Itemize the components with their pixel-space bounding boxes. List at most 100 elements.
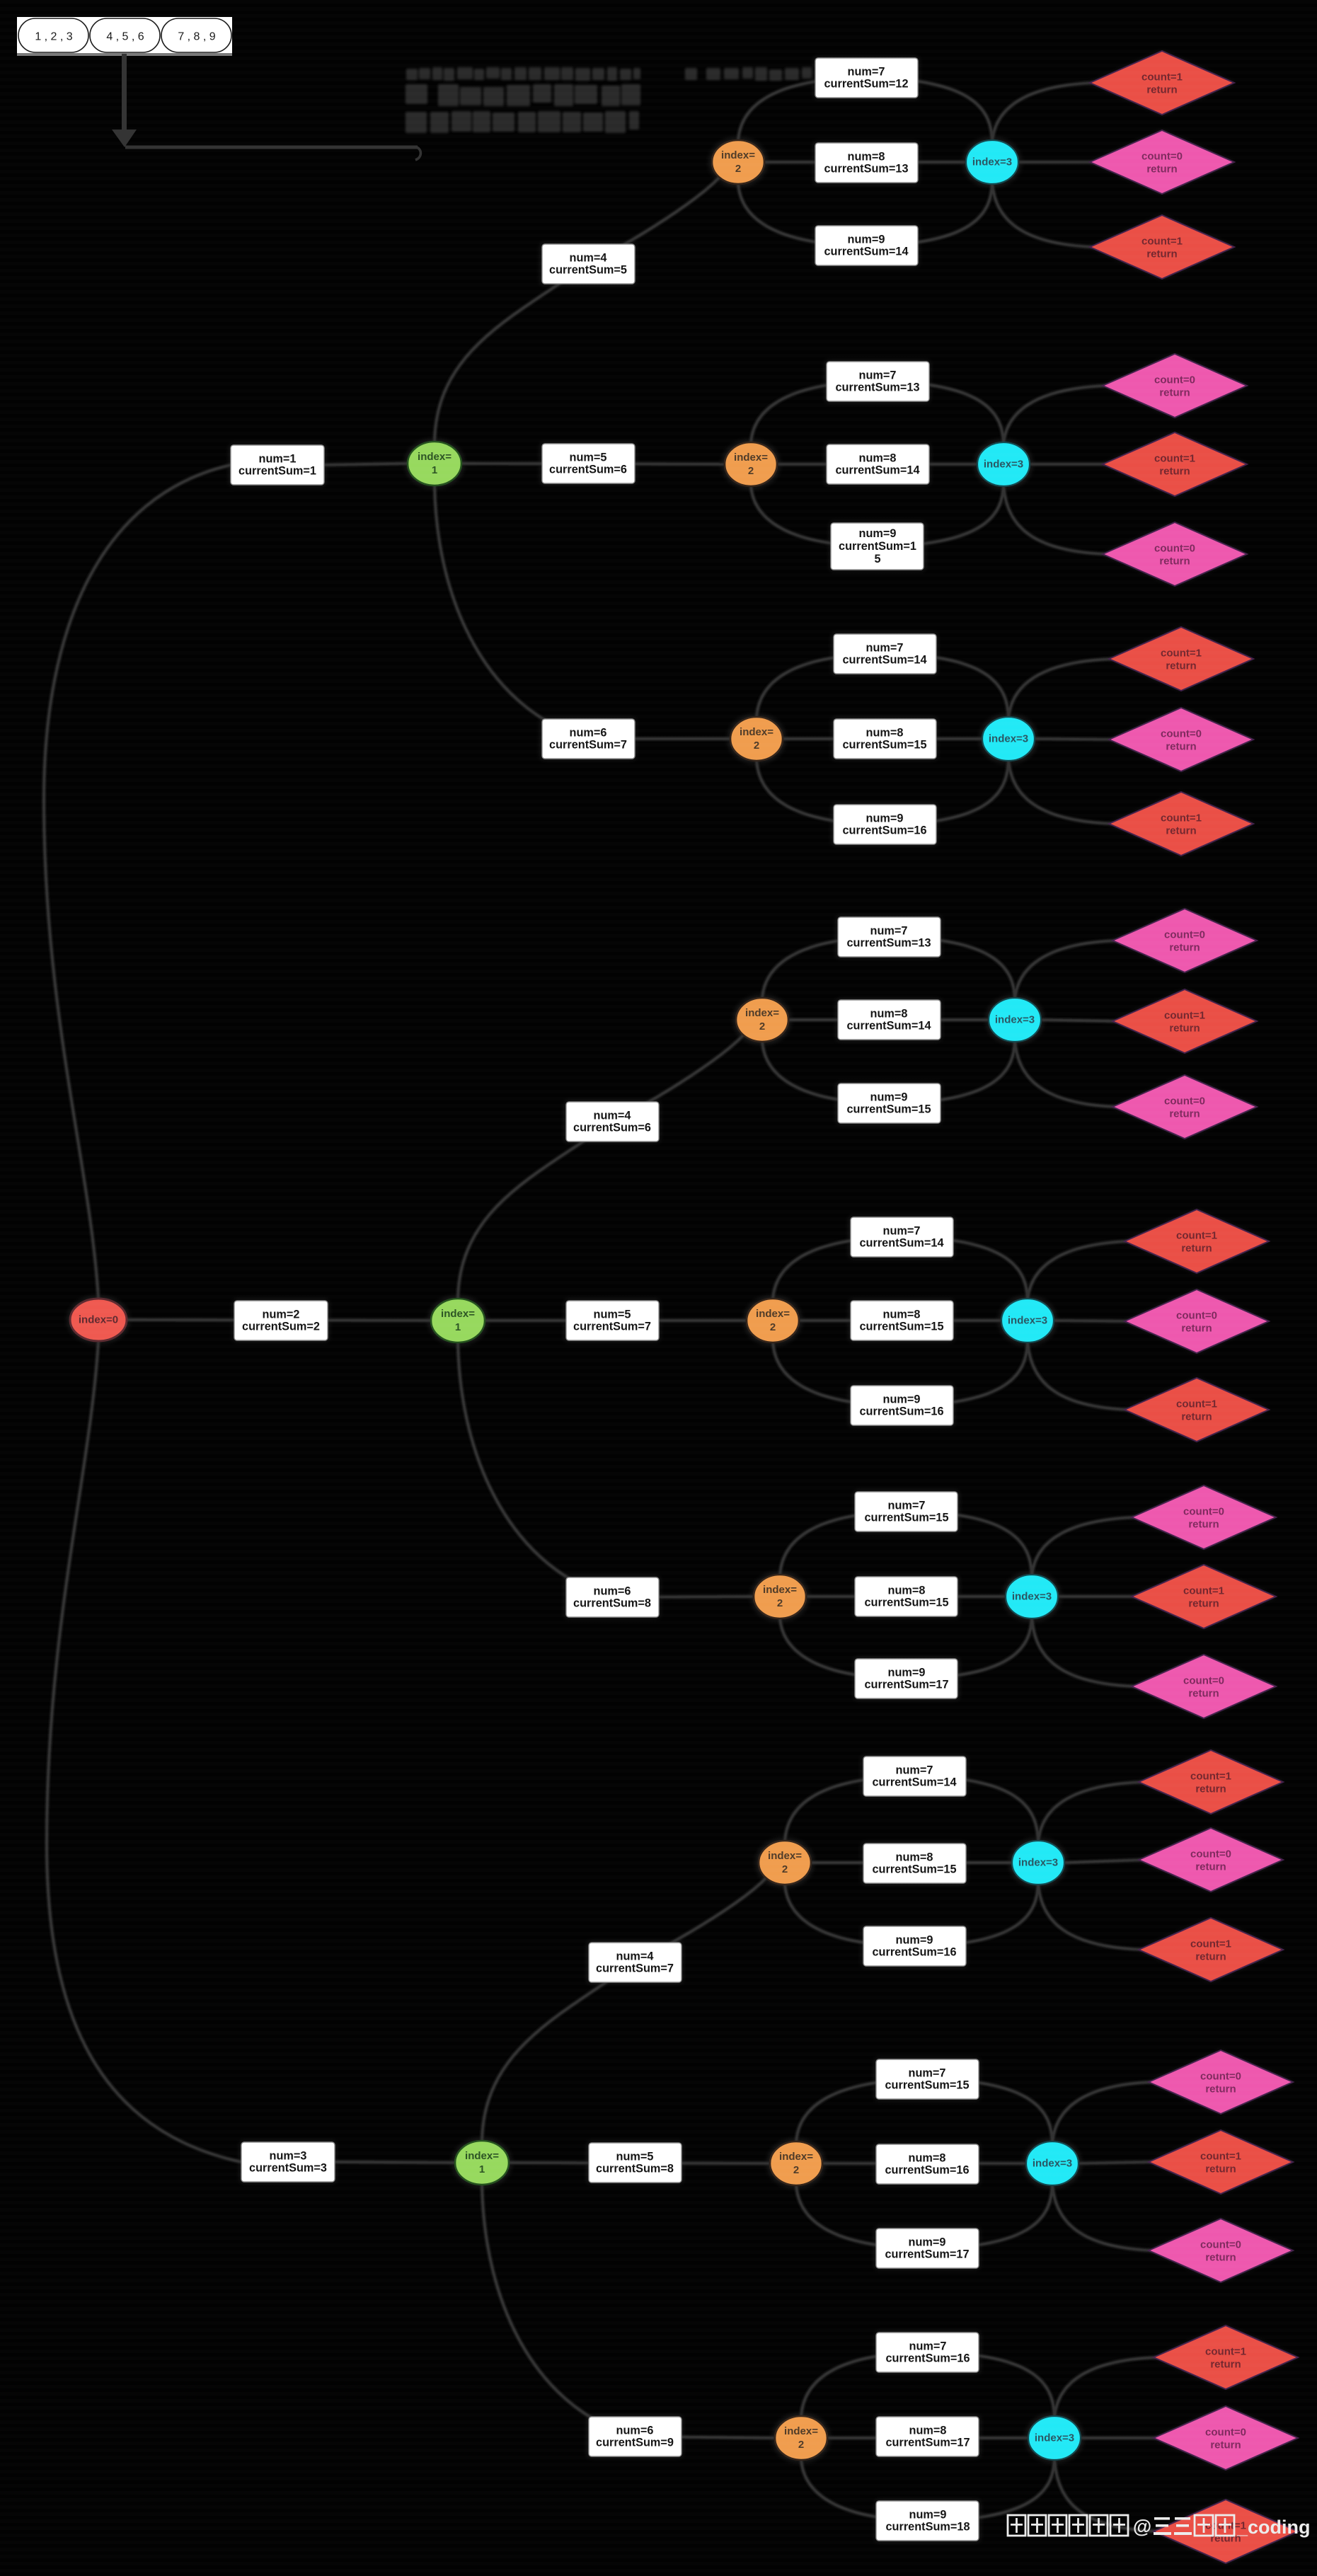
svg-text:num=7: num=7 (866, 642, 904, 655)
svg-text:currentSum=17: currentSum=17 (885, 2248, 970, 2261)
svg-text:index=: index= (779, 2151, 813, 2163)
svg-text:num=7: num=7 (883, 1225, 921, 1238)
svg-text:index=3: index=3 (1035, 2432, 1074, 2444)
svg-text:num=5: num=5 (570, 452, 607, 464)
svg-text:index=3: index=3 (1012, 1591, 1052, 1603)
svg-text:currentSum=15: currentSum=15 (885, 2079, 970, 2092)
svg-text:@: @ (1133, 2516, 1151, 2537)
svg-text:return: return (1146, 248, 1177, 260)
svg-text:num=8: num=8 (888, 1585, 926, 1597)
svg-text:return: return (1188, 1688, 1219, 1700)
svg-text:count=1: count=1 (1190, 1938, 1231, 1950)
svg-text:currentSum=1: currentSum=1 (238, 465, 316, 478)
svg-text:currentSum=2: currentSum=2 (242, 1321, 320, 1333)
svg-text:count=0: count=0 (1200, 2071, 1241, 2083)
svg-text:num=9: num=9 (848, 234, 885, 246)
svg-text:num=9: num=9 (909, 2236, 946, 2249)
svg-text:num=7: num=7 (896, 1764, 933, 1777)
svg-text:num=8: num=8 (883, 1309, 921, 1321)
svg-text:num=9: num=9 (909, 2509, 947, 2522)
svg-text:2: 2 (735, 163, 741, 175)
svg-text:currentSum=7: currentSum=7 (573, 1321, 651, 1333)
svg-text:num=7: num=7 (859, 369, 897, 382)
svg-text:num=5: num=5 (594, 1309, 631, 1321)
svg-text:currentSum=8: currentSum=8 (596, 2163, 674, 2175)
svg-text:num=8: num=8 (896, 1851, 933, 1864)
svg-text:num=7: num=7 (909, 2340, 947, 2353)
svg-text:return: return (1205, 2083, 1236, 2095)
svg-text:count=0: count=0 (1154, 374, 1195, 386)
svg-text:num=8: num=8 (870, 1008, 908, 1020)
svg-text:index=3: index=3 (984, 459, 1023, 471)
svg-text:num=6: num=6 (594, 1585, 631, 1598)
svg-text:index=3: index=3 (995, 1014, 1035, 1026)
svg-text:currentSum=16: currentSum=16 (873, 1946, 957, 1959)
svg-text:return: return (1188, 1519, 1219, 1531)
svg-text:currentSum=14: currentSum=14 (824, 246, 909, 258)
svg-text:num=4: num=4 (570, 252, 607, 265)
svg-text:index=: index= (418, 451, 452, 463)
svg-text:num=2: num=2 (263, 1309, 300, 1321)
svg-text:num=8: num=8 (909, 2152, 946, 2165)
svg-text:count=1: count=1 (1154, 453, 1195, 465)
svg-text:count=0: count=0 (1154, 543, 1195, 555)
svg-text:index=: index= (441, 1308, 475, 1320)
svg-text:currentSum=16: currentSum=16 (843, 824, 927, 837)
svg-text:currentSum=8: currentSum=8 (573, 1597, 651, 1610)
svg-text:num=7: num=7 (888, 1500, 926, 1512)
svg-text:count=1: count=1 (1161, 648, 1202, 660)
svg-text:count=1: count=1 (1141, 71, 1183, 84)
svg-text:currentSum=18: currentSum=18 (886, 2521, 970, 2534)
svg-text:index=: index= (784, 2425, 818, 2437)
svg-text:return: return (1195, 1783, 1226, 1795)
svg-text:num=8: num=8 (848, 151, 885, 163)
svg-text:index=3: index=3 (989, 733, 1028, 745)
svg-text:count=1: count=1 (1183, 1585, 1224, 1597)
svg-text:currentSum=16: currentSum=16 (860, 1405, 944, 1418)
svg-text:return: return (1146, 84, 1177, 96)
svg-text:return: return (1166, 741, 1196, 753)
svg-text:count=1: count=1 (1190, 1771, 1231, 1783)
svg-text:currentSum=3: currentSum=3 (249, 2162, 327, 2175)
svg-text:currentSum=15: currentSum=15 (860, 1321, 944, 1333)
svg-text:return: return (1146, 163, 1177, 176)
svg-text:7 , 8 , 9: 7 , 8 , 9 (178, 31, 215, 43)
svg-text:num=6: num=6 (570, 727, 607, 740)
svg-text:currentSum=15: currentSum=15 (873, 1863, 957, 1876)
svg-text:index=: index= (465, 2150, 499, 2162)
svg-text:return: return (1159, 556, 1190, 568)
svg-text:return: return (1181, 1323, 1212, 1335)
svg-text:num=9: num=9 (859, 527, 897, 540)
svg-text:return: return (1195, 1861, 1226, 1873)
svg-text:num=8: num=8 (909, 2425, 947, 2437)
svg-text:count=1: count=1 (1141, 236, 1183, 248)
svg-text:index=: index= (745, 1007, 779, 1019)
svg-text:currentSum=15: currentSum=15 (843, 739, 927, 752)
svg-text:count=1: count=1 (1200, 2151, 1241, 2163)
svg-text:currentSum=15: currentSum=15 (847, 1103, 931, 1116)
svg-text:return: return (1195, 1951, 1226, 1963)
svg-text:currentSum=14: currentSum=14 (860, 1237, 944, 1250)
svg-text:count=1: count=1 (1164, 1010, 1205, 1022)
svg-text:2: 2 (777, 1597, 783, 1609)
svg-text:return: return (1205, 2163, 1236, 2175)
svg-text:currentSum=15: currentSum=15 (865, 1512, 949, 1524)
svg-text:return: return (1210, 2359, 1241, 2371)
svg-text:return: return (1159, 466, 1190, 478)
svg-text:2: 2 (793, 2164, 799, 2176)
svg-text:num=9: num=9 (866, 812, 904, 825)
svg-text:num=6: num=6 (616, 2425, 654, 2437)
svg-text:index=3: index=3 (1008, 1315, 1047, 1327)
svg-text:num=3: num=3 (270, 2150, 307, 2163)
svg-text:currentSum=13: currentSum=13 (847, 937, 931, 950)
svg-text:index=: index= (740, 726, 773, 738)
svg-text:currentSum=17: currentSum=17 (865, 1679, 949, 1691)
svg-text:2: 2 (798, 2439, 804, 2451)
svg-text:index=: index= (768, 1850, 802, 1862)
svg-text:num=1: num=1 (259, 453, 297, 466)
svg-text:count=0: count=0 (1164, 929, 1205, 941)
svg-text:return: return (1166, 660, 1196, 672)
svg-text:return: return (1210, 2439, 1241, 2451)
svg-text:currentSum=16: currentSum=16 (886, 2352, 970, 2365)
svg-text:num=9: num=9 (896, 1934, 933, 1947)
